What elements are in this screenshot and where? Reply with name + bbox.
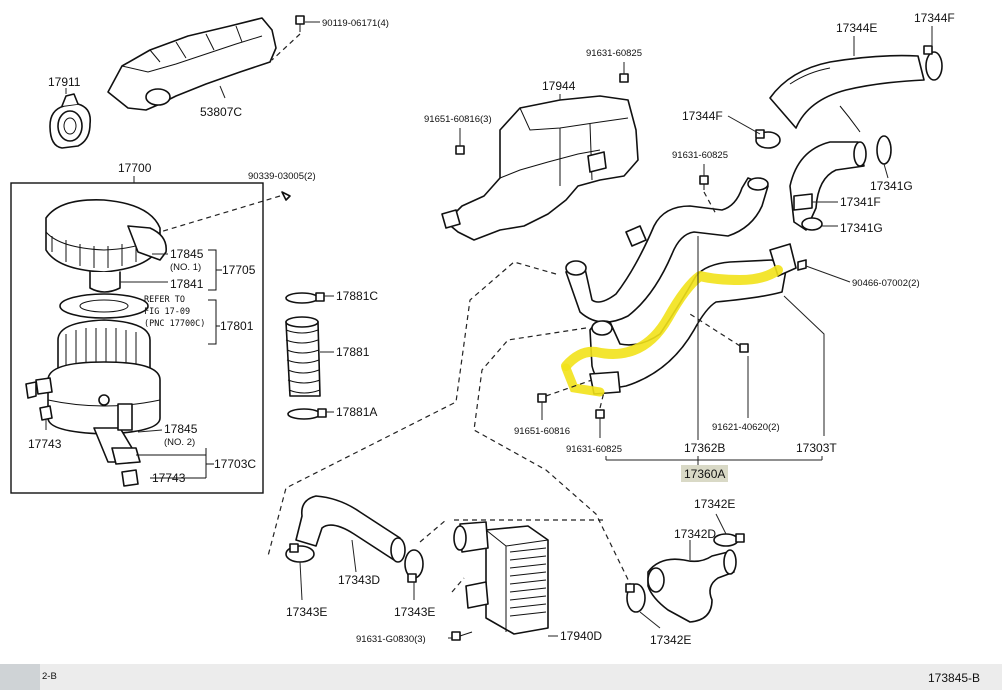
air-cleaner-assembly-box [10,182,264,494]
label-17743-b: 17743 [152,471,186,485]
footer-bar [0,664,1002,690]
clamp-17881C [285,292,325,304]
clamp-17341G-b [801,217,823,231]
bolt-90466 [797,259,807,271]
hose-17344E [769,54,925,129]
label-90466: 90466-07002(2) [852,278,920,289]
note-refer-to: REFER TO [144,295,185,305]
label-17343D: 17343D [338,573,380,587]
label-91631G: 91631-G0830(3) [356,634,426,645]
air-filter-element-17801 [59,293,149,319]
air-intake-duct-53807C [107,17,277,111]
label-90119: 90119-06171(4) [322,18,389,29]
footer-right-code: 173845-B [928,671,980,685]
label-17700: 17700 [118,161,152,175]
clamp-17342E-b [625,583,646,613]
label-90339: 90339-03005(2) [248,171,316,182]
intercooler-17940D [453,521,549,635]
label-17342D: 17342D [674,527,716,541]
tube-17362B [565,177,769,323]
highlight-17360A [561,265,783,371]
hose-17881 [285,316,321,397]
bolt-91621 [739,343,749,353]
label-17944: 17944 [542,79,576,93]
label-17344F-b: 17344F [914,11,955,25]
label-17342E-a: 17342E [694,497,735,511]
label-17344E: 17344E [836,21,877,35]
label-17342E-b: 17342E [650,633,691,647]
hose-17342D [647,549,737,623]
label-17341F: 17341F [840,195,881,209]
label-17911: 17911 [48,75,81,89]
label-17841: 17841 [170,277,204,291]
clamp-17341G-a [876,135,892,165]
label-17360A: 17360A [684,467,725,481]
note-pnc: (PNC 17700C) [144,319,205,329]
clamp-17344F-a [755,129,781,149]
clip-17743-b [121,469,139,487]
footer-left-code: 2-B [42,671,57,682]
label-17845-no1-sub: (NO. 1) [170,262,201,273]
label-17743-a: 17743 [28,437,62,451]
clamp-17344F-b [923,45,943,81]
label-91631-b: 91631-60825 [672,150,728,161]
clip-17743-a [39,405,53,421]
bolt-91651-a [455,145,465,155]
label-17343E-b: 17343E [394,605,435,619]
resonator-17911 [49,93,92,149]
label-17845-no1: 17845 [170,247,204,261]
footer-corner-box [0,664,40,690]
hose-17343D [295,495,406,563]
label-17881: 17881 [336,345,370,359]
bolt-90119 [295,15,305,32]
label-17341G-b: 17341G [840,221,883,235]
label-17940D: 17940D [560,629,602,643]
strap-17703C [93,403,141,465]
label-91651-a: 91651-60816(3) [424,114,492,125]
label-17343E-a: 17343E [286,605,327,619]
bolt-91631G [451,631,473,641]
label-17703C: 17703C [214,457,256,471]
bolt-91631-a [619,73,629,83]
clamp-17342E-a [713,533,745,547]
label-91621: 91621-40620(2) [712,422,780,433]
label-17881C: 17881C [336,289,378,303]
label-17845-no2: 17845 [164,422,198,436]
label-91631-c: 91631-60825 [566,444,622,455]
clip-17841 [89,271,121,293]
duct-17944 [441,95,639,241]
label-91651-b: 91651-60816 [514,426,570,437]
bolt-91631-b [699,175,709,190]
label-91631-a: 91631-60825 [586,48,642,59]
label-17705: 17705 [222,263,256,277]
label-17881A: 17881A [336,405,377,419]
bolt-91631-c [595,409,605,419]
label-17341G-a: 17341G [870,179,913,193]
label-17362B: 17362B [684,441,725,455]
label-17344F-a: 17344F [682,109,723,123]
clamp-17881A [287,408,327,420]
label-17845-no2-sub: (NO. 2) [164,437,195,448]
bolt-91651-b [537,393,547,403]
label-17801: 17801 [220,319,254,333]
air-cleaner-cap-17705 [45,199,167,273]
note-fig: FIG 17-09 [144,307,190,317]
hose-17341 [789,105,867,231]
clamp-17343E-b [404,549,424,583]
clamp-17343E-a [285,543,315,563]
label-17303T: 17303T [796,441,837,455]
label-53807C: 53807C [200,105,242,119]
